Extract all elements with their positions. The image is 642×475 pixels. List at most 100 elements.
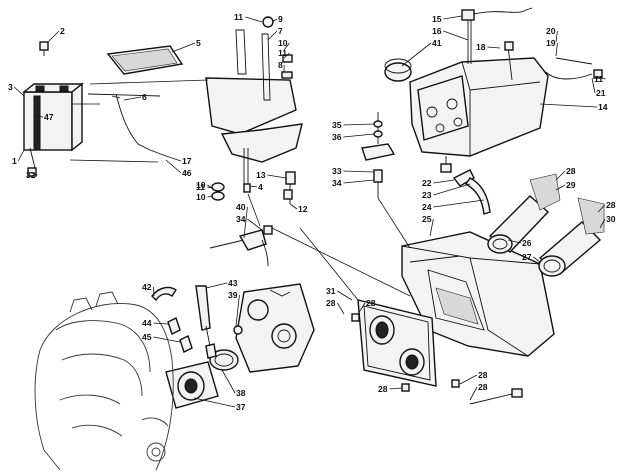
callout-leader xyxy=(153,286,155,297)
callout-leader xyxy=(555,30,558,43)
callout-leader xyxy=(459,374,478,385)
callout-number: 37 xyxy=(236,402,246,412)
callout-number: 27 xyxy=(522,252,532,262)
callout-leader xyxy=(29,171,38,176)
oil-hose xyxy=(465,177,491,215)
callout-number: 11 xyxy=(196,182,205,192)
callout-number: 16 xyxy=(432,26,442,36)
leader-lines xyxy=(69,79,411,301)
callout-number: 38 xyxy=(236,388,246,398)
callout-leader xyxy=(357,302,366,315)
callout-leader xyxy=(13,86,25,97)
callout-leader xyxy=(267,30,278,41)
callout-number: 4 xyxy=(258,182,263,192)
callout-number: 3 xyxy=(8,82,13,92)
callout-leader xyxy=(123,96,142,101)
callout-leader xyxy=(429,218,434,237)
callout-number: 42 xyxy=(142,282,152,292)
callout-leader xyxy=(171,42,196,53)
callout-number: 10 xyxy=(278,38,288,48)
callout-leader xyxy=(35,115,44,118)
callout-leader xyxy=(153,336,181,343)
callout-leader xyxy=(599,218,606,229)
callout-leader xyxy=(443,15,463,20)
callout-leader xyxy=(267,174,287,179)
callout-number: 7 xyxy=(278,26,283,36)
callout-number: 28 xyxy=(366,298,376,308)
callout-leader xyxy=(153,322,169,325)
callout-leader xyxy=(597,204,606,213)
engine-outline xyxy=(34,291,174,471)
battery xyxy=(22,82,84,177)
callout-number: 21 xyxy=(596,88,606,98)
throttle-linkage xyxy=(209,225,273,267)
fuel-hoses xyxy=(151,285,217,359)
callout-number: 33 xyxy=(332,166,342,176)
oil-level-sensor xyxy=(461,7,533,64)
callout-number: 28 xyxy=(378,384,388,394)
callout-leader xyxy=(343,133,375,138)
callout-number: 9 xyxy=(278,14,283,24)
callout-leader xyxy=(539,103,598,108)
callout-number: 13 xyxy=(256,170,266,180)
callout-number: 20 xyxy=(546,26,556,36)
callout-number: 28 xyxy=(478,370,488,380)
intake-flange xyxy=(165,361,219,409)
callout-leader xyxy=(17,149,25,162)
callout-leader xyxy=(555,184,566,191)
callout-number: 5 xyxy=(196,38,201,48)
callout-number: 28 xyxy=(606,200,616,210)
oil-tank-fasteners xyxy=(504,41,603,81)
callout-leader xyxy=(249,185,258,188)
callout-number: 8 xyxy=(278,60,283,70)
battery-hold-down-strap xyxy=(87,93,167,157)
callout-leader xyxy=(591,77,596,94)
callout-leader xyxy=(337,290,353,301)
callout-number: 28 xyxy=(326,298,336,308)
callout-number: 39 xyxy=(228,290,238,300)
callout-number: 28 xyxy=(478,382,488,392)
callout-leader xyxy=(271,18,278,23)
callout-leader xyxy=(401,42,432,67)
battery-tray xyxy=(106,45,184,75)
callout-number: 34 xyxy=(332,178,342,188)
callout-number: 46 xyxy=(182,168,192,178)
callout-number: 17 xyxy=(182,156,192,166)
bracket-hardware xyxy=(211,16,296,204)
callout-number: 15 xyxy=(432,14,442,24)
callout-number: 41 xyxy=(432,38,442,48)
callout-leader xyxy=(555,170,566,181)
callout-leader xyxy=(343,170,375,173)
callout-number: 43 xyxy=(228,278,238,288)
callout-leader xyxy=(595,75,606,80)
callout-leader xyxy=(207,195,213,198)
silencer-fasteners xyxy=(351,313,523,405)
callout-leader xyxy=(433,179,455,184)
callout-number: 28 xyxy=(566,166,576,176)
callout-number: 2 xyxy=(60,26,65,36)
callout-number: 40 xyxy=(236,202,246,212)
callout-leader xyxy=(235,294,240,327)
check-valve xyxy=(361,112,396,198)
callout-leader xyxy=(283,42,290,51)
callout-number: 11 xyxy=(594,74,603,84)
callout-number: 14 xyxy=(598,102,608,112)
callout-number: 36 xyxy=(332,132,342,142)
callout-leader xyxy=(343,123,375,126)
callout-leader xyxy=(165,159,182,174)
callout-leader xyxy=(555,42,558,57)
callout-number: 23 xyxy=(422,190,432,200)
intake-boot-clamp xyxy=(209,349,239,371)
callout-leader xyxy=(283,52,290,59)
callout-leader xyxy=(221,369,236,394)
callout-number: 12 xyxy=(298,204,308,214)
oil-tank xyxy=(409,57,549,157)
callout-leader xyxy=(207,186,213,189)
callout-leader xyxy=(47,30,60,43)
callout-number: 1 xyxy=(12,156,17,166)
callout-number: 29 xyxy=(566,180,576,190)
oil-line-fitting xyxy=(440,156,475,187)
callout-number: 11 xyxy=(234,12,243,22)
